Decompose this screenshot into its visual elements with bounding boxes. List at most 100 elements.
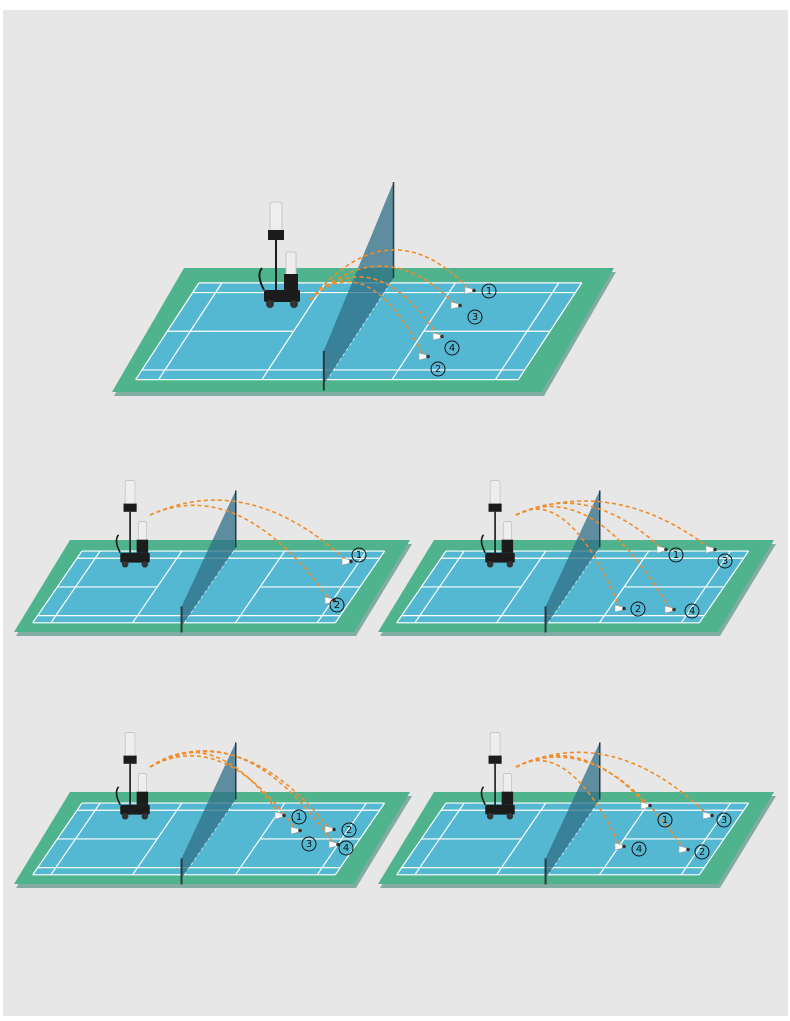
machine-head-lower [136,791,149,805]
marker-ring [467,309,483,325]
machine-base [485,552,515,563]
shuttlecock-icon [418,352,430,361]
shuttle-feathers [656,545,666,554]
marker-number: 2 [334,600,340,611]
marker-number: 2 [435,364,441,375]
shuttlecock-icon [702,811,714,820]
marker-number: 1 [486,286,492,297]
shuttle-feathers [640,801,650,810]
machine-wheel-right [506,813,514,820]
marker-ring [430,361,446,377]
shuttle-cork [426,354,430,359]
trajectories [149,750,335,845]
machine-wheel-right [290,300,298,308]
shuttlecock-icon [341,557,353,566]
marker-ring [668,547,684,563]
machine-wheel-left [121,813,129,820]
shuttle-cork [622,606,626,611]
shuttlecock-icon [614,842,626,851]
trajectory-line [149,504,331,601]
marker-ring [341,822,357,838]
marker-ring [631,841,647,857]
machine-tube-lower [137,773,147,794]
marker-ring [291,809,307,825]
machine-tube-lower [502,521,512,542]
marker-ring [716,812,732,828]
machine-tube-top [489,480,501,506]
circled-number-marker: 1 [291,809,307,825]
machine-wheel-left [486,813,494,820]
shuttlecock-icon [464,286,476,295]
circled-number-marker: 3 [717,553,733,569]
marker-ring [684,603,700,619]
circled-number-marker: 2 [329,597,345,613]
trajectory-line [149,750,335,845]
circled-number-marker: 1 [668,547,684,563]
circled-number-marker: 1 [351,547,367,563]
shuttle-feathers [614,842,624,851]
marker-number: 1 [296,812,302,823]
shuttle-cork [440,334,444,339]
machine-head-top [268,230,284,240]
machine-tube-top [489,732,501,758]
shuttle-cork [458,303,462,308]
machine-wheel-left [266,300,274,308]
circled-number-marker: 4 [444,340,460,356]
trajectory-line [515,500,712,550]
machine-wheel-right [506,561,514,568]
shuttlecock-icon [640,801,652,810]
shuttlecock-launcher-machine-icon [115,732,150,820]
machine-head-lower [501,791,514,805]
machine-head-top [488,503,502,512]
machine-head-top [123,755,137,764]
machine-base [120,552,150,563]
trajectory-line [309,281,425,357]
trajectory-line [309,249,471,301]
shuttle-feathers [664,605,674,614]
shuttle-feathers [450,301,460,310]
shuttlecock-launcher-machine-icon [115,480,150,568]
shuttlecock-launcher-machine-icon [480,732,515,820]
shuttlecock-icon [678,845,690,854]
machine-handle [480,534,486,554]
machine-head-lower [501,539,514,553]
trajectory-line [149,755,297,831]
shuttle-cork [472,288,476,293]
marker-ring [717,553,733,569]
shuttle-cork [349,559,353,564]
net [181,742,236,879]
marker-ring [329,597,345,613]
marker-number: 1 [662,815,668,826]
circled-number-marker: 1 [657,812,673,828]
shuttle-feathers [290,826,300,835]
shuttlecock-icon [274,811,286,820]
machine-head-lower [284,274,298,290]
shuttle-feathers [324,825,334,834]
shuttle-cork [664,547,668,552]
shuttlecock-launcher-machine-icon [258,201,300,308]
marker-number: 2 [635,604,641,615]
circled-number-marker: 4 [338,840,354,856]
trajectories [515,751,709,850]
marker-number: 3 [306,839,312,850]
circled-number-marker: 2 [341,822,357,838]
circled-number-marker: 1 [481,283,497,299]
marker-number: 4 [449,343,455,354]
net [545,490,600,627]
machine-base [120,804,150,815]
trajectory-line [515,751,709,816]
machine-handle [258,267,265,291]
marker-number: 3 [721,815,727,826]
net [323,182,394,385]
court-diagram-pattern-c: 1 3 2 4 [14,732,412,888]
machine-tube-top [124,480,136,506]
shuttle-cork [686,847,690,852]
machine-tube-top [124,732,136,758]
marker-number: 3 [472,312,478,323]
court-diagram-main: 1 3 42 [112,182,616,396]
circled-number-marker: 3 [467,309,483,325]
circled-number-marker: 4 [631,841,647,857]
shuttle-feathers [705,545,715,554]
machine-wheel-right [141,561,149,568]
